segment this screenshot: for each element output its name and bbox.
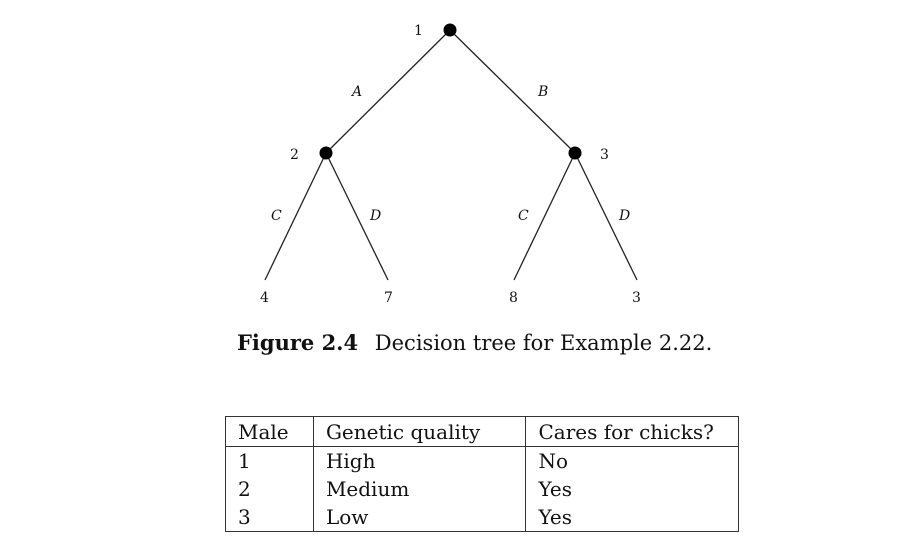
edge-B [449,29,576,154]
edge-label-C-right: C [518,208,529,224]
column-header-male: Male [225,416,314,447]
male-quality-table: Male Genetic quality Cares for chicks? 1… [225,416,739,532]
table-cell: Low [312,503,527,532]
leaf-payoff-2: 7 [384,290,393,306]
table-cell: 3 [225,503,314,532]
table-cell: Yes [525,503,739,532]
leaf-payoff-3: 8 [509,290,518,306]
figure-caption: Figure 2.4 Decision tree for Example 2.2… [237,330,712,355]
table-cell: High [312,446,527,475]
table-cell: 2 [225,475,314,503]
edge-D-left [325,152,389,281]
table-row: 2 Medium Yes [225,475,739,503]
node-label-3: 3 [600,147,609,163]
table-cell: Yes [525,475,739,503]
decision-node-3 [568,146,582,160]
edge-label-D-left: D [369,208,381,224]
decision-node-2 [319,146,333,160]
table-cell: No [525,446,739,475]
edge-A [325,29,451,154]
edge-label-B: B [537,84,548,100]
figure-label: Figure 2.4 [237,330,359,355]
table-row: 3 Low Yes [225,503,739,532]
edge-label-D-right: D [618,208,630,224]
column-header-cares-for-chicks: Cares for chicks? [525,416,739,447]
column-header-genetic-quality: Genetic quality [312,416,527,447]
edge-label-A: A [350,84,362,100]
node-label-1: 1 [414,23,423,39]
edge-D-right [574,152,638,281]
table-cell: 1 [225,446,314,475]
leaf-payoff-1: 4 [260,290,269,306]
node-label-2: 2 [290,147,299,163]
figure-caption-text: Decision tree for Example 2.22. [374,331,713,355]
leaf-payoff-4: 3 [632,290,641,306]
edge-label-C-left: C [271,208,282,224]
table-header-row: Male Genetic quality Cares for chicks? [225,416,739,447]
table-cell: Medium [312,475,527,503]
table-row: 1 High No [225,446,739,475]
decision-node-1 [443,23,457,37]
edge-C-right [513,152,576,281]
edge-C-left [264,152,327,281]
decision-tree: 1 2 3 A B C D C D 4 7 8 3 [260,23,641,306]
